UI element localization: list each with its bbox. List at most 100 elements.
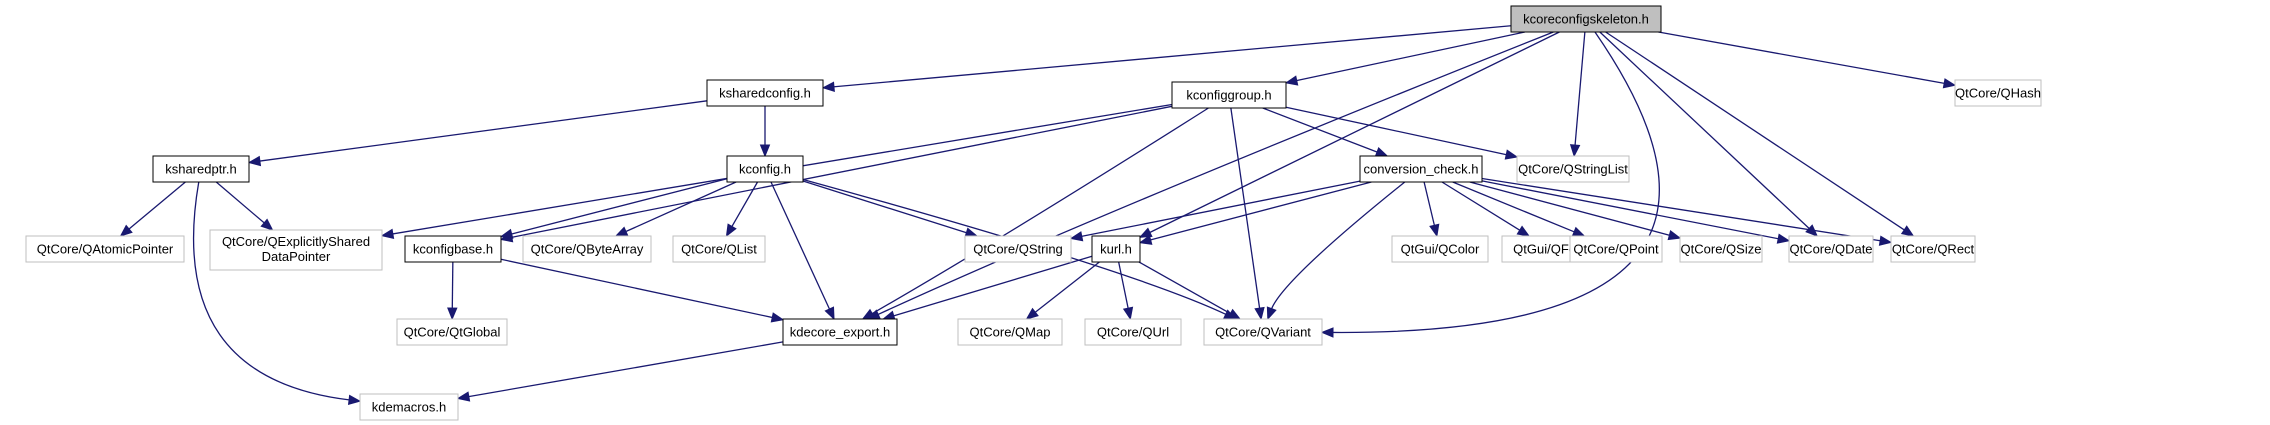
node-box: [1171, 81, 1287, 109]
edge-line: [1080, 180, 1361, 238]
arrowhead-icon: [1429, 223, 1440, 238]
edge-conversion_check-to-qrect: [1481, 177, 1893, 246]
edge-line: [1599, 31, 1811, 230]
arrowhead-icon: [1571, 226, 1586, 237]
edge-kdecore_export-to-kdemacros: [456, 341, 784, 402]
node-label: QtCore/QStringList: [1518, 162, 1628, 177]
arrowhead-icon: [1320, 327, 1334, 338]
node-box: [964, 235, 1072, 263]
node-label: DataPointer: [262, 249, 331, 264]
node-kdecore-export[interactable]: kdecore_export.h: [782, 318, 898, 346]
node-box: [1788, 235, 1874, 263]
edge-conversion_check-to-qpoint: [1452, 181, 1586, 237]
nodes-layer: kcoreconfigskeleton.h ksharedconfig.h kcon…: [25, 5, 2042, 421]
node-box: [209, 229, 383, 271]
arrowhead-icon: [1900, 225, 1915, 237]
node-label: QtGui/QColor: [1401, 242, 1480, 257]
node-box: [1391, 235, 1489, 263]
node-label: QtCore/QRect: [1892, 242, 1975, 257]
node-label: QtCore/QMap: [970, 325, 1051, 340]
arrowhead-icon: [456, 391, 471, 402]
node-qsize: QtCore/QSize: [1679, 235, 1763, 263]
edge-kurl-to-qmap: [1025, 261, 1100, 320]
node-label: QtCore/QByteArray: [531, 242, 644, 257]
node-qdate: QtCore/QDate: [1788, 235, 1874, 263]
arrowhead-icon: [614, 226, 629, 237]
edge-line: [1452, 181, 1576, 233]
arrowhead-icon: [759, 144, 771, 158]
node-kurl[interactable]: kurl.h: [1091, 235, 1141, 263]
node-kconfiggroup[interactable]: kconfiggroup.h: [1171, 81, 1287, 109]
arrowhead-icon: [1138, 234, 1153, 245]
arrowhead-icon: [1266, 306, 1277, 321]
node-label: QtCore/QList: [681, 242, 757, 257]
node-label: kconfiggroup.h: [1186, 88, 1271, 103]
edge-kconfigbase-to-qtglobal: [447, 261, 458, 321]
edge-line: [1149, 181, 1372, 241]
arrowhead-icon: [1878, 235, 1893, 246]
node-kcoreconfigskeleton[interactable]: kcoreconfigskeleton.h: [1510, 5, 1662, 33]
edge-line: [451, 261, 454, 310]
edge-line: [730, 181, 759, 228]
node-box: [404, 235, 502, 263]
edge-kcoreconfigskeleton-to-qhash: [1658, 31, 1957, 89]
arrowhead-icon: [1516, 225, 1531, 237]
node-label: QtGui/QFont: [1513, 242, 1587, 257]
node-conversion-check[interactable]: conversion_check.h: [1359, 155, 1483, 183]
node-kconfig[interactable]: kconfig.h: [726, 155, 804, 183]
node-qatomicpointer: QtCore/QAtomicPointer: [25, 235, 185, 263]
edge-line: [467, 341, 784, 398]
edge-ksharedconfig-to-kconfig: [759, 106, 771, 158]
edge-kcoreconfigskeleton-to-kconfiggroup: [1284, 31, 1526, 86]
arrowhead-icon: [1776, 233, 1791, 244]
edge-kcoreconfigskeleton-to-kurl: [1138, 31, 1560, 238]
edge-kconfig-to-qlist: [725, 181, 759, 238]
edge-kconfig-to-qbytearray: [614, 181, 737, 237]
edge-line: [1295, 31, 1526, 82]
edge-conversion_check-to-qfont: [1441, 181, 1531, 237]
edge-kcoreconfigskeleton-to-qdate: [1599, 31, 1819, 237]
edge-line: [1658, 31, 1946, 85]
node-qmap: QtCore/QMap: [957, 318, 1063, 346]
arrowhead-icon: [347, 394, 362, 406]
node-ksharedptr[interactable]: ksharedptr.h: [152, 155, 250, 183]
arrowhead-icon: [1942, 78, 1957, 89]
node-qstring: QtCore/QString: [964, 235, 1072, 263]
edge-conversion_check-to-kurl: [1138, 181, 1372, 245]
node-box: [25, 235, 185, 263]
edge-line: [1034, 261, 1100, 314]
arrowhead-icon: [770, 312, 785, 323]
node-qrect: QtCore/QRect: [1890, 235, 1976, 263]
node-label: kdemacros.h: [372, 400, 446, 415]
node-box: [1510, 5, 1662, 33]
node-label: kdecore_export.h: [790, 325, 890, 340]
arrowhead-icon: [119, 224, 133, 237]
edges-layer: [119, 25, 1957, 406]
node-label: QtCore/QString: [973, 242, 1063, 257]
node-box: [152, 155, 250, 183]
edge-line: [832, 25, 1512, 88]
node-box: [1569, 235, 1663, 263]
node-qhash: QtCore/QHash: [1954, 79, 2042, 107]
arrowhead-icon: [861, 308, 876, 320]
node-kconfigbase[interactable]: kconfigbase.h: [404, 235, 502, 263]
node-ksharedconfig[interactable]: ksharedconfig.h: [706, 79, 824, 107]
edge-kcoreconfigskeleton-to-qrect: [1605, 31, 1915, 237]
node-label: kconfigbase.h: [413, 242, 493, 257]
edge-line: [192, 181, 351, 401]
edge-ksharedconfig-to-ksharedptr: [247, 100, 708, 167]
node-label: kcoreconfigskeleton.h: [1523, 12, 1649, 27]
edge-kconfiggroup-to-qvariant: [1230, 107, 1265, 321]
edge-kcoreconfigskeleton-to-qvariant: [1320, 31, 1660, 338]
node-qstringlist: QtCore/QStringList: [1516, 155, 1630, 183]
edge-kurl-to-qvariant: [1138, 261, 1242, 320]
node-label: kconfig.h: [739, 162, 791, 177]
edge-kconfiggroup-to-kdecore_export: [861, 107, 1209, 320]
edge-line: [871, 107, 1209, 315]
node-box: [726, 155, 804, 183]
node-box: [1679, 235, 1763, 263]
node-qurl: QtCore/QUrl: [1084, 318, 1182, 346]
node-box: [1091, 235, 1141, 263]
